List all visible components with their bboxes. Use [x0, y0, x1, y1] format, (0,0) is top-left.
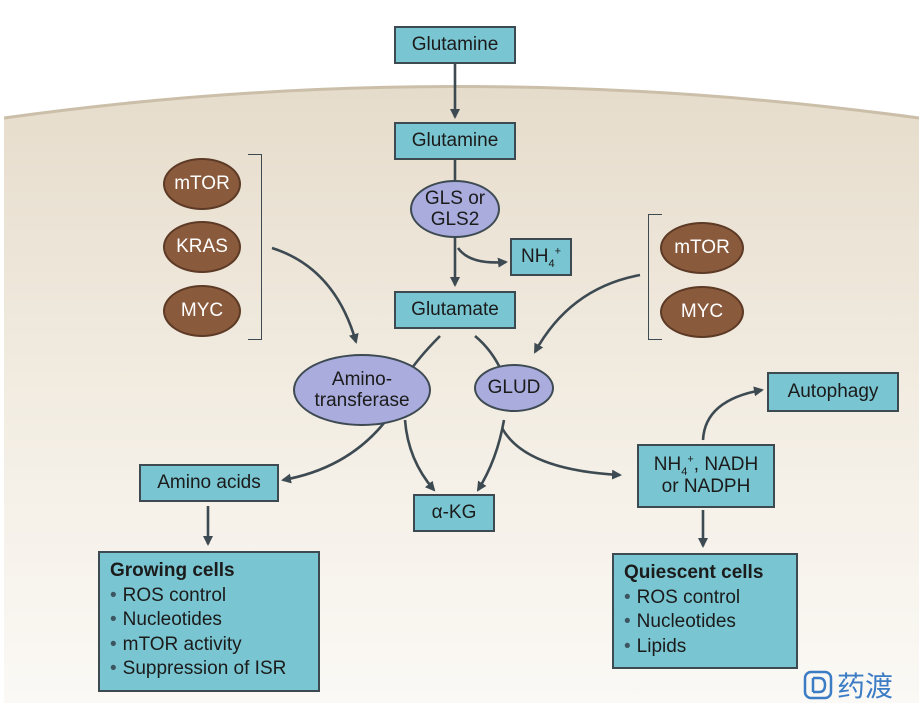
- enzyme-aminotransferase: Amino- transferase: [293, 354, 431, 426]
- bullet-icon: •: [110, 658, 117, 679]
- growing-cells-box: Growing cells •ROS control •Nucleotides …: [98, 551, 320, 692]
- arrow-nh4-autophagy: [701, 386, 764, 441]
- cell-membrane: [3, 85, 919, 120]
- list-item: •Nucleotides: [110, 609, 222, 630]
- node-nh4-ammonium: NH4+: [510, 238, 572, 276]
- enzyme-gls-line2: GLS2: [430, 209, 480, 230]
- node-autophagy: Autophagy: [767, 372, 899, 412]
- enzyme-glud: GLUD: [474, 364, 554, 412]
- enzyme-aminotransferase-line1: Amino-: [331, 368, 393, 390]
- right-regulator-bracket: [648, 214, 662, 340]
- quiescent-cells-title: Quiescent cells: [624, 562, 764, 583]
- arrow-kras-aminotransferase: [271, 246, 359, 344]
- quiescent-cells-box: Quiescent cells •ROS control •Nucleotide…: [612, 553, 798, 669]
- enzyme-aminotransferase-line2: transferase: [314, 390, 410, 411]
- growing-cells-title: Growing cells: [110, 560, 235, 581]
- arrow-aminotransferase-aminoacids: [281, 417, 390, 484]
- arrow-gls-nh4: [456, 247, 508, 268]
- regulator-mtor-left: mTOR: [163, 158, 241, 210]
- list-item: •ROS control: [624, 586, 741, 608]
- list-item: •mTOR activity: [110, 633, 242, 655]
- enzyme-gls: GLS or GLS2: [410, 180, 500, 238]
- node-glutamine-intracellular: Glutamine: [394, 122, 516, 160]
- arrow-glud-nh4-nadh: [500, 427, 622, 480]
- regulator-myc-right: MYC: [660, 286, 744, 338]
- nh4-label: NH: [520, 246, 549, 268]
- bullet-icon: •: [624, 611, 631, 632]
- nh4-subscript: 4: [548, 257, 555, 270]
- arrow-mtor-glud: [533, 273, 641, 354]
- watermark-text: 药渡: [837, 670, 894, 703]
- bullet-icon: •: [624, 586, 631, 608]
- node-alpha-kg: α-KG: [413, 494, 495, 532]
- regulator-myc-left: MYC: [163, 285, 241, 337]
- list-item: •Suppression of ISR: [110, 658, 287, 679]
- bullet-icon: •: [110, 633, 117, 655]
- nh4-nadh-line1: NH4+, NADH: [653, 453, 759, 478]
- watermark-logo: 药渡: [803, 665, 893, 705]
- enzyme-gls-line1: GLS or: [424, 187, 486, 209]
- left-regulator-bracket: [248, 154, 262, 340]
- list-item: •Lipids: [624, 635, 687, 657]
- node-amino-acids: Amino acids: [139, 464, 279, 502]
- arrow-glud-akg: [476, 419, 506, 492]
- arrow-aminotransferase-akg: [403, 419, 436, 492]
- bullet-icon: •: [110, 584, 117, 606]
- bullet-icon: •: [110, 609, 117, 630]
- nh4-superscript: +: [554, 245, 561, 258]
- nh4-nadh-line2: or NADPH: [661, 476, 751, 497]
- node-glutamine-extracellular: Glutamine: [394, 26, 516, 64]
- node-nh4-nadh-nadph: NH4+, NADH or NADPH: [637, 444, 775, 508]
- regulator-kras: KRAS: [163, 221, 241, 273]
- list-item: •Nucleotides: [624, 611, 736, 632]
- bullet-icon: •: [624, 635, 631, 657]
- list-item: •ROS control: [110, 584, 227, 606]
- node-glutamate: Glutamate: [394, 291, 516, 329]
- regulator-mtor-right: mTOR: [660, 222, 744, 274]
- yaodu-logo-icon: [803, 670, 833, 700]
